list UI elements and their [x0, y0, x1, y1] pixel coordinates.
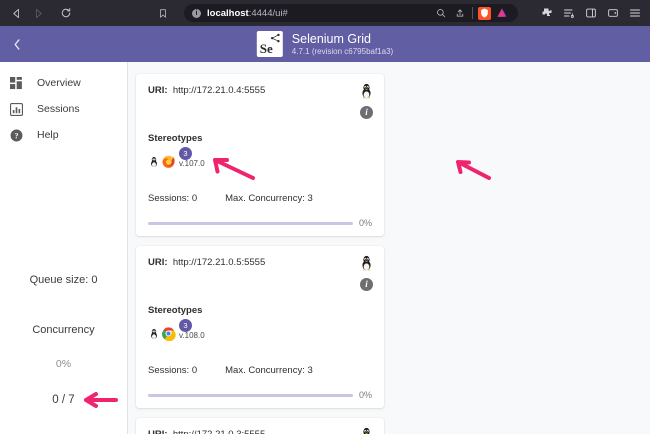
concurrency-title: Concurrency: [32, 324, 95, 336]
node-uri-label: URI:: [148, 429, 168, 434]
share-icon[interactable]: [453, 6, 467, 20]
app-title: Selenium Grid: [291, 32, 371, 47]
node-uri: URI: http://172.21.0.5:5555: [148, 257, 265, 268]
sidebar-item-label: Sessions: [37, 103, 80, 115]
stereotypes-title: Stereotypes: [148, 133, 203, 144]
address-bar-actions: [434, 6, 510, 20]
node-uri-label: URI:: [148, 257, 168, 268]
leo-ai-icon[interactable]: [496, 6, 510, 20]
node-uri: URI: http://172.21.0.3:5555: [148, 429, 265, 434]
sidebar: Overview Sessions ? Help Queue size: 0 C…: [0, 62, 128, 434]
node-sessions: Sessions: 0: [148, 193, 198, 204]
node-uri-value: http://172.21.0.4:5555: [172, 85, 266, 96]
help-circle-icon: ?: [10, 129, 23, 142]
stereotype-slot-count: 3: [179, 319, 192, 332]
toolbar-divider: [472, 7, 473, 19]
node-max-concurrency: Max. Concurrency: 3: [225, 193, 313, 204]
url-text: localhost:4444/ui#: [207, 8, 288, 19]
brand-text: Selenium Grid 4.7.1 (revision c6795baf1a…: [292, 32, 393, 56]
concurrency-percent: 0%: [55, 358, 72, 370]
linux-tux-icon: [358, 427, 374, 434]
bar-chart-icon: [10, 102, 23, 116]
queue-size-label: Queue size: 0: [29, 274, 98, 286]
url-path: :4444/ui#: [248, 7, 288, 19]
node-uri-label: URI:: [148, 85, 168, 96]
playlist-icon[interactable]: [562, 6, 576, 20]
node-uri-value: http://172.21.0.3:5555: [173, 429, 265, 434]
site-info-icon[interactable]: i: [192, 8, 201, 18]
url-host: localhost: [207, 7, 249, 19]
address-bar[interactable]: i localhost:4444/ui#: [184, 4, 518, 22]
linux-tux-icon: [358, 255, 374, 271]
node-progress-label: 0%: [358, 218, 372, 228]
page-content: Overview Sessions ? Help Queue size: 0 C…: [0, 62, 650, 434]
svg-text:?: ?: [15, 131, 19, 140]
node-progress-bar: [148, 393, 353, 397]
brand: Se Selenium Grid 4.7.1 (revision c6795ba…: [256, 31, 393, 57]
sidebar-item-help[interactable]: ? Help: [0, 122, 127, 148]
sidebar-collapse-button[interactable]: [5, 32, 29, 56]
queue-summary: Queue size: 0 Concurrency 0% 0 / 7: [0, 274, 127, 434]
node-progress-row: 0%: [148, 218, 372, 228]
selenium-logo-text: Se: [259, 41, 273, 56]
linux-tux-icon: [358, 83, 374, 99]
sidebar-panel-icon[interactable]: [584, 6, 598, 20]
browser-toolbar-extras: [540, 6, 644, 20]
node-sessions-row: Sessions: 0 Max. Concurrency: 3: [148, 193, 372, 204]
sidebar-item-overview[interactable]: Overview: [0, 70, 127, 96]
node-card[interactable]: URI: http://172.21.0.3:5555 i Stereot: [136, 418, 384, 434]
node-uri-row: URI: http://172.21.0.3:5555: [148, 429, 372, 434]
browser-toolbar: i localhost:4444/ui#: [0, 0, 650, 26]
linux-tux-icon: [148, 327, 159, 340]
extensions-puzzle-icon[interactable]: [540, 6, 554, 20]
node-uri: URI: http://172.21.0.4:5555: [148, 85, 265, 96]
forward-arrow-icon[interactable]: [28, 3, 48, 23]
search-icon[interactable]: [434, 6, 448, 20]
info-circle-icon[interactable]: i: [360, 278, 373, 291]
node-card[interactable]: URI: http://172.21.0.5:5555 i Stereot: [136, 246, 384, 408]
stereotype-entry: v.107.0 3: [148, 147, 372, 169]
stereotype-slot-count: 3: [179, 147, 192, 160]
app-version: 4.7.1 (revision c6795baf1a3): [291, 46, 394, 56]
sidebar-item-label: Help: [37, 129, 59, 141]
bookmark-icon[interactable]: [154, 4, 172, 22]
wallet-icon[interactable]: [606, 6, 620, 20]
stereotype-entry: v.108.0 3: [148, 319, 372, 341]
dashboard-grid-icon: [10, 76, 23, 90]
node-uri-row: URI: http://172.21.0.4:5555: [148, 85, 372, 96]
node-progress-row: 0%: [148, 390, 372, 400]
firefox-icon: [161, 154, 176, 169]
app-header: Se Selenium Grid 4.7.1 (revision c6795ba…: [0, 26, 650, 62]
info-circle-icon[interactable]: i: [360, 106, 373, 119]
node-progress-label: 0%: [358, 390, 372, 400]
node-uri-value: http://172.21.0.5:5555: [172, 257, 266, 268]
back-arrow-icon[interactable]: [6, 3, 26, 23]
node-uri-row: URI: http://172.21.0.5:5555: [148, 257, 372, 268]
nodes-grid: URI: http://172.21.0.4:5555 i Stereot: [128, 62, 650, 434]
brave-shields-icon[interactable]: [478, 6, 491, 20]
reload-icon[interactable]: [56, 3, 76, 23]
chrome-icon: [161, 326, 176, 341]
node-progress-bar: [148, 221, 353, 225]
hamburger-menu-icon[interactable]: [628, 6, 642, 20]
sidebar-item-sessions[interactable]: Sessions: [0, 96, 127, 122]
stereotypes-title: Stereotypes: [148, 305, 203, 316]
linux-tux-icon: [148, 155, 159, 168]
node-sessions-row: Sessions: 0 Max. Concurrency: 3: [148, 365, 372, 376]
concurrency-ratio: 0 / 7: [52, 394, 75, 406]
node-sessions: Sessions: 0: [148, 365, 198, 376]
node-card[interactable]: URI: http://172.21.0.4:5555 i Stereot: [136, 74, 384, 236]
stereotype-version: v.107.0: [179, 159, 205, 168]
sidebar-item-label: Overview: [37, 77, 81, 89]
selenium-logo-icon: Se: [256, 31, 283, 57]
stereotype-version: v.108.0: [179, 331, 205, 340]
node-max-concurrency: Max. Concurrency: 3: [225, 365, 313, 376]
